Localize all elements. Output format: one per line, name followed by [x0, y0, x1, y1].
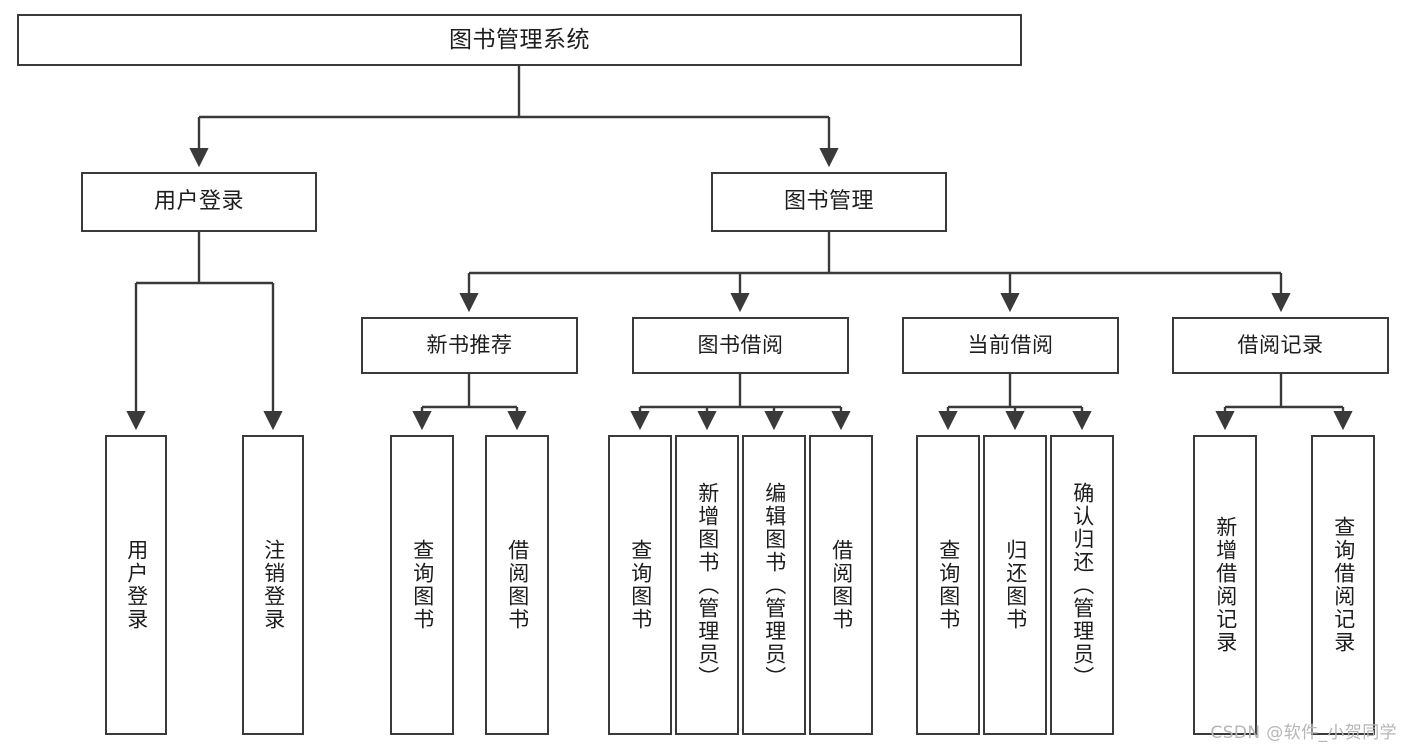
node-user-login[interactable]: 用户登录 — [81, 172, 317, 232]
node-label: 用户登录 — [153, 189, 244, 215]
node-label: 当前借阅 — [967, 333, 1054, 358]
leaf-user-login-logout[interactable]: 注销登录 — [242, 435, 304, 735]
node-borrow-record[interactable]: 借阅记录 — [1172, 317, 1389, 374]
node-current-borrow[interactable]: 当前借阅 — [902, 317, 1119, 374]
leaf-book-borrow-borrow[interactable]: 借阅图书 — [809, 435, 873, 735]
node-book-management[interactable]: 图书管理 — [711, 172, 947, 232]
node-label: 归还图书 — [1003, 539, 1028, 631]
node-label: 查询图书 — [410, 539, 435, 631]
node-label: 新增图书（管理员） — [695, 481, 720, 689]
node-label: 图书管理系统 — [449, 26, 590, 53]
leaf-current-borrow-confirm-return[interactable]: 确认归还（管理员） — [1050, 435, 1114, 735]
leaf-book-borrow-add[interactable]: 新增图书（管理员） — [675, 435, 739, 735]
node-new-book-recommend[interactable]: 新书推荐 — [361, 317, 578, 374]
node-label: 确认归还（管理员） — [1070, 481, 1095, 689]
watermark: CSDN @软件_小贺同学 — [1210, 723, 1397, 743]
node-label: 注销登录 — [261, 539, 286, 631]
node-label: 查询图书 — [936, 539, 961, 631]
node-label: 图书借阅 — [697, 333, 784, 358]
leaf-new-book-query[interactable]: 查询图书 — [390, 435, 454, 735]
node-label: 新增借阅记录 — [1213, 516, 1238, 654]
node-label: 借阅图书 — [829, 539, 854, 631]
node-label: 借阅记录 — [1237, 333, 1324, 358]
node-label: 借阅图书 — [505, 539, 530, 631]
node-label: 编辑图书（管理员） — [762, 481, 787, 689]
node-label: 图书管理 — [783, 189, 874, 215]
node-book-borrow[interactable]: 图书借阅 — [632, 317, 849, 374]
node-label: 新书推荐 — [426, 333, 513, 358]
leaf-borrow-record-add[interactable]: 新增借阅记录 — [1193, 435, 1257, 735]
leaf-book-borrow-query[interactable]: 查询图书 — [608, 435, 672, 735]
leaf-current-borrow-return[interactable]: 归还图书 — [983, 435, 1047, 735]
node-label: 查询借阅记录 — [1331, 516, 1356, 654]
node-label: 查询图书 — [628, 539, 653, 631]
leaf-borrow-record-query[interactable]: 查询借阅记录 — [1311, 435, 1375, 735]
node-label: 用户登录 — [124, 539, 149, 631]
leaf-book-borrow-edit[interactable]: 编辑图书（管理员） — [742, 435, 806, 735]
node-root-system[interactable]: 图书管理系统 — [17, 14, 1022, 66]
leaf-user-login-login[interactable]: 用户登录 — [105, 435, 167, 735]
leaf-current-borrow-query[interactable]: 查询图书 — [916, 435, 980, 735]
leaf-new-book-borrow[interactable]: 借阅图书 — [485, 435, 549, 735]
